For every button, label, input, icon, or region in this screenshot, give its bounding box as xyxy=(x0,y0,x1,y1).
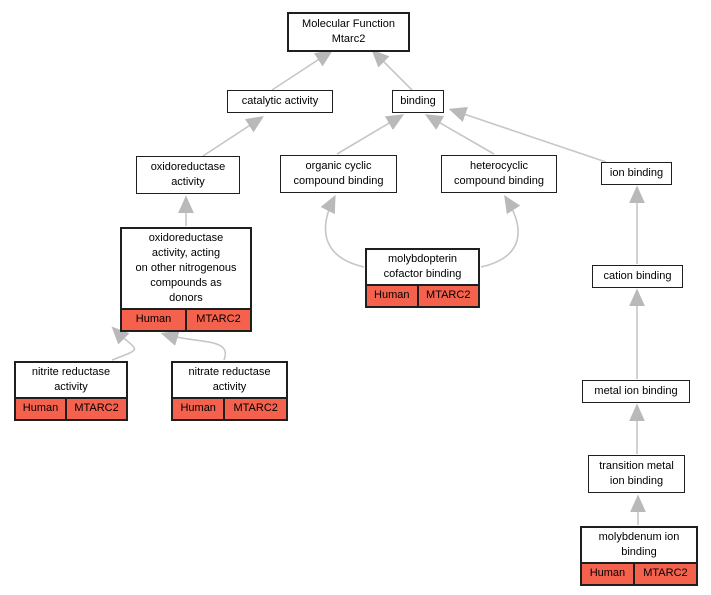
edge-binding-to-mf-mtarc2 xyxy=(371,49,413,91)
edge-organic-cyclic-to-binding xyxy=(336,114,405,155)
annotation-organism[interactable]: Human xyxy=(582,564,635,584)
node-label: catalytic activity xyxy=(241,95,319,107)
node-oxidoreductase-activity[interactable]: oxidoreductase activity xyxy=(136,156,240,194)
node-metal-ion-binding[interactable]: metal ion binding xyxy=(582,380,690,403)
edge-molybdopterin-to-organic-cyclic xyxy=(320,194,365,268)
annotation-organism[interactable]: Human xyxy=(367,286,419,306)
annotation-organism[interactable]: Human xyxy=(16,399,68,419)
node-nitrate-reductase-activity[interactable]: nitrate reductase activity Human MTARC2 xyxy=(171,361,288,421)
node-ion-binding[interactable]: ion binding xyxy=(601,162,672,185)
node-transition-metal-ion-binding[interactable]: transition metal ion binding xyxy=(588,455,685,493)
annotation-row: Human MTARC2 xyxy=(122,308,250,330)
edge-ion-binding-to-binding xyxy=(448,107,607,163)
node-label: oxidoreductase activity xyxy=(150,161,226,188)
node-catalytic-activity[interactable]: catalytic activity xyxy=(227,90,333,113)
node-label: heterocyclic compound binding xyxy=(454,160,544,187)
annotation-gene[interactable]: MTARC2 xyxy=(225,399,286,419)
annotation-organism[interactable]: Human xyxy=(122,310,187,330)
annotation-row: Human MTARC2 xyxy=(173,397,286,419)
node-label: molybdopterin cofactor binding xyxy=(383,253,462,280)
node-mf-mtarc2[interactable]: Molecular Function Mtarc2 xyxy=(287,12,410,52)
annotation-row: Human MTARC2 xyxy=(16,397,126,419)
node-label: binding xyxy=(400,95,436,107)
annotation-row: Human MTARC2 xyxy=(582,562,696,584)
node-label: ion binding xyxy=(609,167,664,179)
annotation-gene[interactable]: MTARC2 xyxy=(418,286,478,306)
node-label: Molecular Function Mtarc2 xyxy=(302,18,395,45)
edge-molybdopterin-to-heterocyclic xyxy=(480,195,521,268)
edge-catalytic-activity-to-mf-mtarc2 xyxy=(271,50,333,91)
edge-nitrate-to-oxi-nitrogenous xyxy=(160,330,227,361)
annotation-gene[interactable]: MTARC2 xyxy=(67,399,126,419)
node-cation-binding[interactable]: cation binding xyxy=(592,265,683,288)
node-label: transition metal ion binding xyxy=(599,460,674,487)
annotation-organism[interactable]: Human xyxy=(173,399,226,419)
node-label: nitrite reductase activity xyxy=(31,366,111,393)
node-nitrite-reductase-activity[interactable]: nitrite reductase activity Human MTARC2 xyxy=(14,361,128,421)
node-label: molybdenum ion binding xyxy=(598,531,680,558)
node-oxidoreductase-nitrogenous-donors[interactable]: oxidoreductase activity, acting on other… xyxy=(120,227,252,332)
node-molybdopterin-cofactor-binding[interactable]: molybdopterin cofactor binding Human MTA… xyxy=(365,248,480,308)
node-molybdenum-ion-binding[interactable]: molybdenum ion binding Human MTARC2 xyxy=(580,526,698,586)
node-label: nitrate reductase activity xyxy=(188,366,271,393)
annotation-row: Human MTARC2 xyxy=(367,284,478,306)
node-organic-cyclic-compound-binding[interactable]: organic cyclic compound binding xyxy=(280,155,397,193)
node-label: cation binding xyxy=(603,270,672,282)
node-binding[interactable]: binding xyxy=(392,90,444,113)
edge-nitrite-to-oxi-nitrogenous xyxy=(111,326,136,361)
node-label: organic cyclic compound binding xyxy=(293,160,384,187)
edge-heterocyclic-to-binding xyxy=(424,114,495,155)
annotation-gene[interactable]: MTARC2 xyxy=(187,310,250,330)
node-label: metal ion binding xyxy=(594,385,678,397)
node-label: oxidoreductase activity, acting on other… xyxy=(135,232,237,304)
node-heterocyclic-compound-binding[interactable]: heterocyclic compound binding xyxy=(441,155,557,193)
annotation-gene[interactable]: MTARC2 xyxy=(634,564,696,584)
edge-oxidoreductase-activity-to-catalytic-activity xyxy=(202,116,264,157)
